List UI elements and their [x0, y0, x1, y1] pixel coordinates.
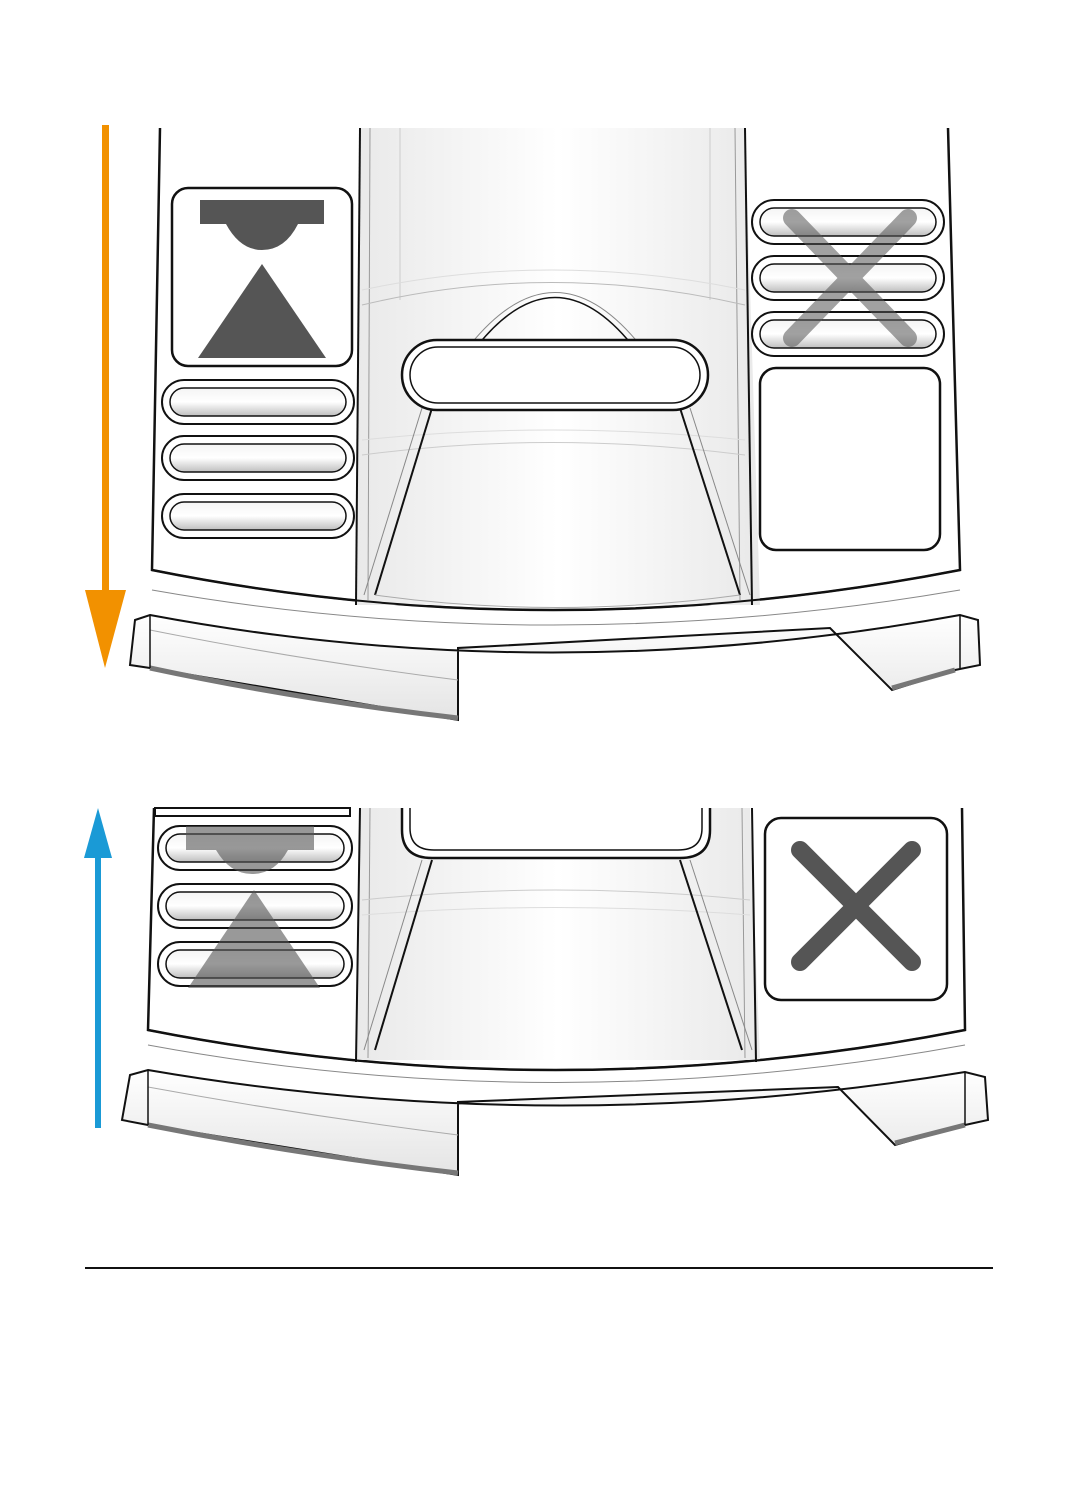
close-label-blank — [760, 368, 940, 550]
slot-window — [402, 808, 710, 858]
footer-divider — [85, 1267, 993, 1269]
bottom-panel — [0, 790, 1077, 1490]
top-panel — [0, 0, 1077, 740]
device-base — [130, 615, 980, 720]
close-x-label — [765, 818, 947, 1000]
left-grip-ribs — [162, 380, 354, 538]
down-arrow-icon — [85, 125, 126, 668]
open-lid-label — [172, 188, 352, 366]
up-arrow-icon — [84, 808, 112, 1128]
top-device-illustration — [0, 0, 1077, 740]
device-base — [122, 1070, 988, 1175]
bottom-device-illustration — [0, 790, 1077, 1290]
